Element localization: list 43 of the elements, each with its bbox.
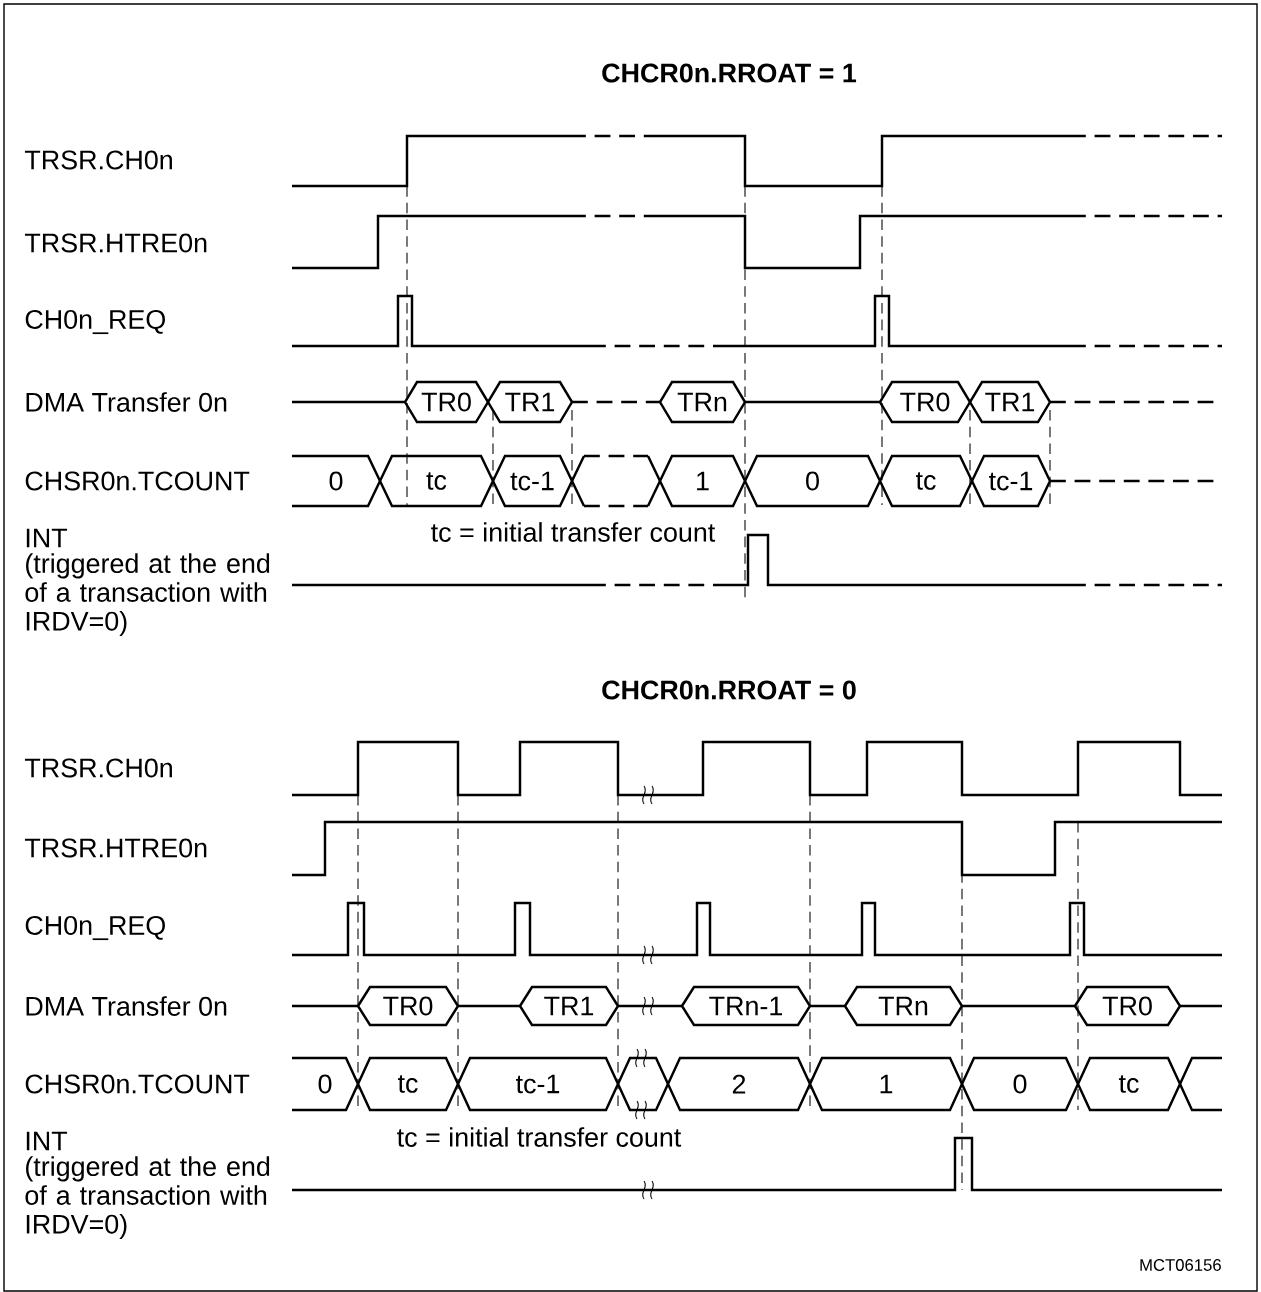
signal-name: TRSR.CH0n bbox=[24, 150, 172, 170]
signal-name: TRSR.CH0n bbox=[24, 758, 172, 778]
signal-name: TRSR.HTRE0n bbox=[24, 838, 207, 858]
bus-value: 0 bbox=[806, 471, 819, 491]
signal-name: INT bbox=[26, 528, 68, 548]
bus-value: 0 bbox=[1013, 1074, 1027, 1094]
bus-value: tc bbox=[397, 1075, 418, 1093]
bus-value: 0 bbox=[329, 471, 343, 491]
section-heading: CHCR0n.RROAT = 1 bbox=[602, 63, 857, 83]
bus-value: TR0 bbox=[421, 392, 471, 412]
signal-name: CHSR0n.TCOUNT bbox=[25, 1074, 250, 1094]
bus-value: 2 bbox=[732, 1074, 746, 1094]
bus-value: TR1 bbox=[544, 996, 594, 1016]
signal-name: TRSR.HTRE0n bbox=[24, 233, 207, 253]
bus-value: tc-1 bbox=[989, 471, 1033, 491]
signal-name: DMA Transfer 0n bbox=[26, 996, 227, 1016]
figure-code: MCT06156 bbox=[1140, 1259, 1221, 1271]
signal-name: CH0n_REQ bbox=[25, 915, 165, 941]
bus-value: TRn bbox=[878, 996, 928, 1016]
bus-value: TRn-1 bbox=[709, 996, 783, 1016]
bus-value: tc bbox=[426, 472, 447, 490]
bus-value: TRn bbox=[677, 392, 727, 412]
bus-value: tc-1 bbox=[510, 471, 554, 491]
bus-value: TR1 bbox=[985, 392, 1035, 412]
bus-value: tc bbox=[1118, 1075, 1139, 1093]
signal-name: DMA Transfer 0n bbox=[26, 392, 227, 412]
section-heading: CHCR0n.RROAT = 0 bbox=[602, 680, 856, 700]
bus-value: TR0 bbox=[1102, 996, 1152, 1016]
bus-value: tc-1 bbox=[516, 1074, 560, 1094]
note-text: tc = initial transfer count bbox=[431, 522, 716, 542]
bus-value: TR0 bbox=[383, 996, 433, 1016]
signal-note: (triggered at the end of a transaction with IRDV=0) bbox=[25, 553, 270, 637]
signal-name: INT bbox=[26, 1131, 68, 1151]
bus-value: TR0 bbox=[900, 392, 950, 412]
signal-name: CHSR0n.TCOUNT bbox=[25, 471, 250, 491]
note-text: tc = initial transfer count bbox=[397, 1127, 682, 1147]
bus-value: 1 bbox=[880, 1074, 893, 1094]
bus-value: TR1 bbox=[505, 392, 555, 412]
bus-value: 1 bbox=[697, 471, 709, 491]
bus-value: tc bbox=[915, 472, 936, 490]
signal-note: (triggered at the end of a transaction with IRDV=0) bbox=[25, 1156, 270, 1240]
bus-value: 0 bbox=[318, 1074, 332, 1094]
signal-name: CH0n_REQ bbox=[25, 309, 165, 335]
